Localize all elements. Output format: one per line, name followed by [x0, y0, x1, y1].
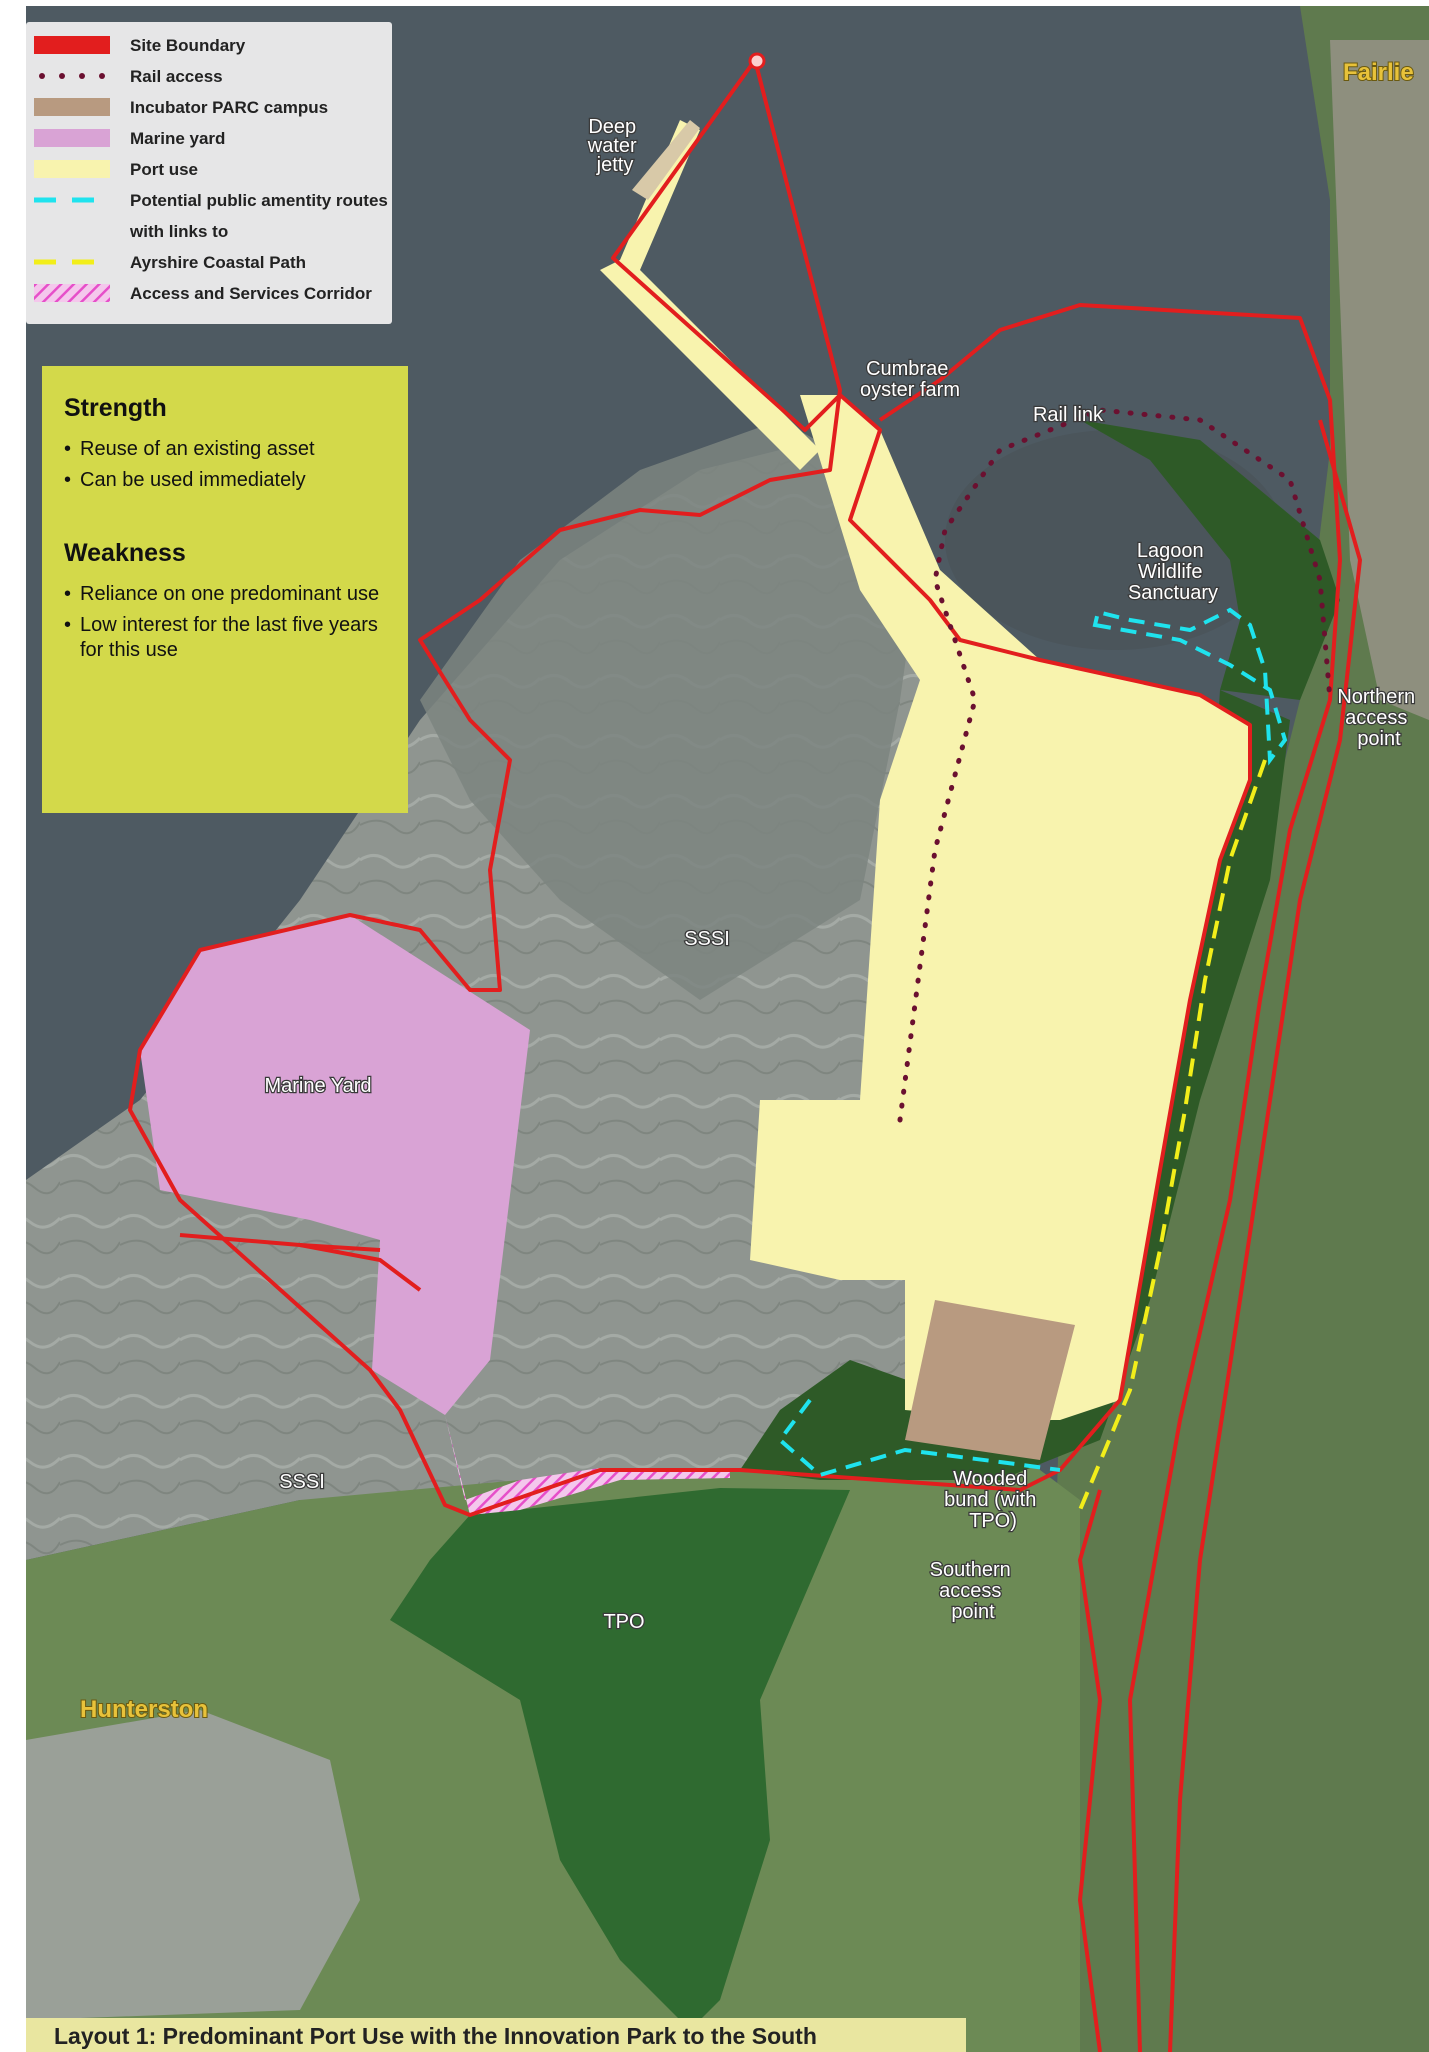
ayrshire-coastal-path: [1078, 759, 1267, 1511]
lagoon-woodland: [1080, 420, 1340, 700]
label-rail-link: Rail link: [1033, 404, 1104, 426]
label-cumbrae-oyster-farm: Cumbrae oyster farm: [860, 358, 960, 401]
legend-label: Rail access: [130, 67, 223, 86]
fairlie-town: [1330, 40, 1429, 720]
legend-swatch-marine-yard: [34, 129, 110, 147]
tpo-woodland: [390, 1488, 850, 2030]
legend-item-site-boundary: Site Boundary: [34, 30, 392, 61]
legend-item-incubator: Incubator PARC campus: [34, 92, 392, 123]
legend-label: Site Boundary: [130, 36, 246, 55]
tidal-flats-upper: [420, 420, 920, 1000]
figure-caption: Layout 1: Predominant Port Use with the …: [26, 2018, 966, 2052]
weakness-list: Reliance on one predominant use Low inte…: [64, 582, 388, 663]
legend-swatch-rail-access: [34, 67, 110, 85]
legend-label: Access and Services Corridor: [130, 284, 372, 303]
legend-item-links-to: with links to: [34, 216, 392, 247]
strength-weakness-panel: Strength Reuse of an existing asset Can …: [42, 366, 408, 813]
legend-swatch-amenity-routes: [34, 191, 110, 209]
jetty-head-marker: [748, 52, 766, 70]
legend-label: Marine yard: [130, 129, 226, 148]
label-hunterston: Hunterston: [80, 1696, 208, 1723]
figure-top-margin: [0, 0, 1429, 6]
hunterston-industrial: [26, 1710, 360, 2020]
label-sssi-left: SSSI: [279, 1471, 325, 1493]
legend-label: Incubator PARC campus: [130, 98, 329, 117]
label-tpo: TPO: [603, 1611, 644, 1633]
incubator-parc-campus: [905, 1300, 1075, 1460]
legend-swatch-coastal-path: [34, 253, 110, 271]
figure-margin: [0, 0, 26, 2052]
site-boundary: [128, 58, 1362, 2052]
label-lagoon: Lagoon Wildlife Sanctuary: [1128, 540, 1218, 604]
land-east: [1050, 6, 1429, 2052]
legend-item-corridor: Access and Services Corridor: [34, 278, 392, 309]
weakness-heading: Weakness: [64, 539, 186, 567]
legend-item-port-use: Port use: [34, 154, 392, 185]
weakness-item: Reliance on one predominant use: [64, 582, 388, 607]
legend-item-coastal-path: Ayrshire Coastal Path: [34, 247, 392, 278]
amenity-route-lagoon: [1092, 607, 1288, 766]
port-use-area: [750, 395, 1250, 1420]
legend-item-rail-access: Rail access: [34, 61, 392, 92]
legend-swatch-site-boundary: [34, 36, 110, 54]
legend-item-marine-yard: Marine yard: [34, 123, 392, 154]
label-wooded-bund: Wooded bund (with TPO): [944, 1468, 1042, 1532]
legend-label: with links to: [130, 222, 229, 241]
jetty-causeway: [600, 120, 820, 470]
label-southern-access: Southern access point: [930, 1559, 1017, 1623]
rail-access: [897, 407, 1333, 1123]
legend-label: Port use: [130, 160, 199, 179]
legend-swatch-corridor: [34, 284, 110, 302]
label-fairlie: Fairlie: [1343, 59, 1414, 86]
access-services-corridor: [445, 1415, 730, 1515]
strength-item: Reuse of an existing asset: [64, 437, 388, 462]
label-deep-water-jetty: Deep water jetty: [587, 116, 642, 176]
legend-item-amenity-routes: Potential public amentity routes: [34, 185, 392, 216]
amenity-route-south: [777, 1398, 1061, 1478]
marine-yard: [140, 915, 530, 1415]
legend-swatch-port-use: [34, 160, 110, 178]
label-sssi-centre: SSSI: [684, 928, 730, 950]
legend-label: Potential public amentity routes: [130, 191, 388, 210]
weakness-item: Low interest for the last five years for…: [64, 613, 388, 663]
deep-water-jetty: [632, 120, 700, 200]
label-marine-yard: Marine Yard: [264, 1075, 371, 1097]
legend-label: Ayrshire Coastal Path: [130, 253, 307, 272]
strength-heading: Strength: [64, 394, 167, 422]
label-northern-access: Northern access point: [1337, 686, 1420, 750]
map-legend: Site Boundary Rail access Incubator PARC…: [26, 22, 392, 324]
legend-swatch-incubator: [34, 98, 110, 116]
strength-list: Reuse of an existing asset Can be used i…: [64, 437, 388, 493]
strength-item: Can be used immediately: [64, 468, 388, 493]
